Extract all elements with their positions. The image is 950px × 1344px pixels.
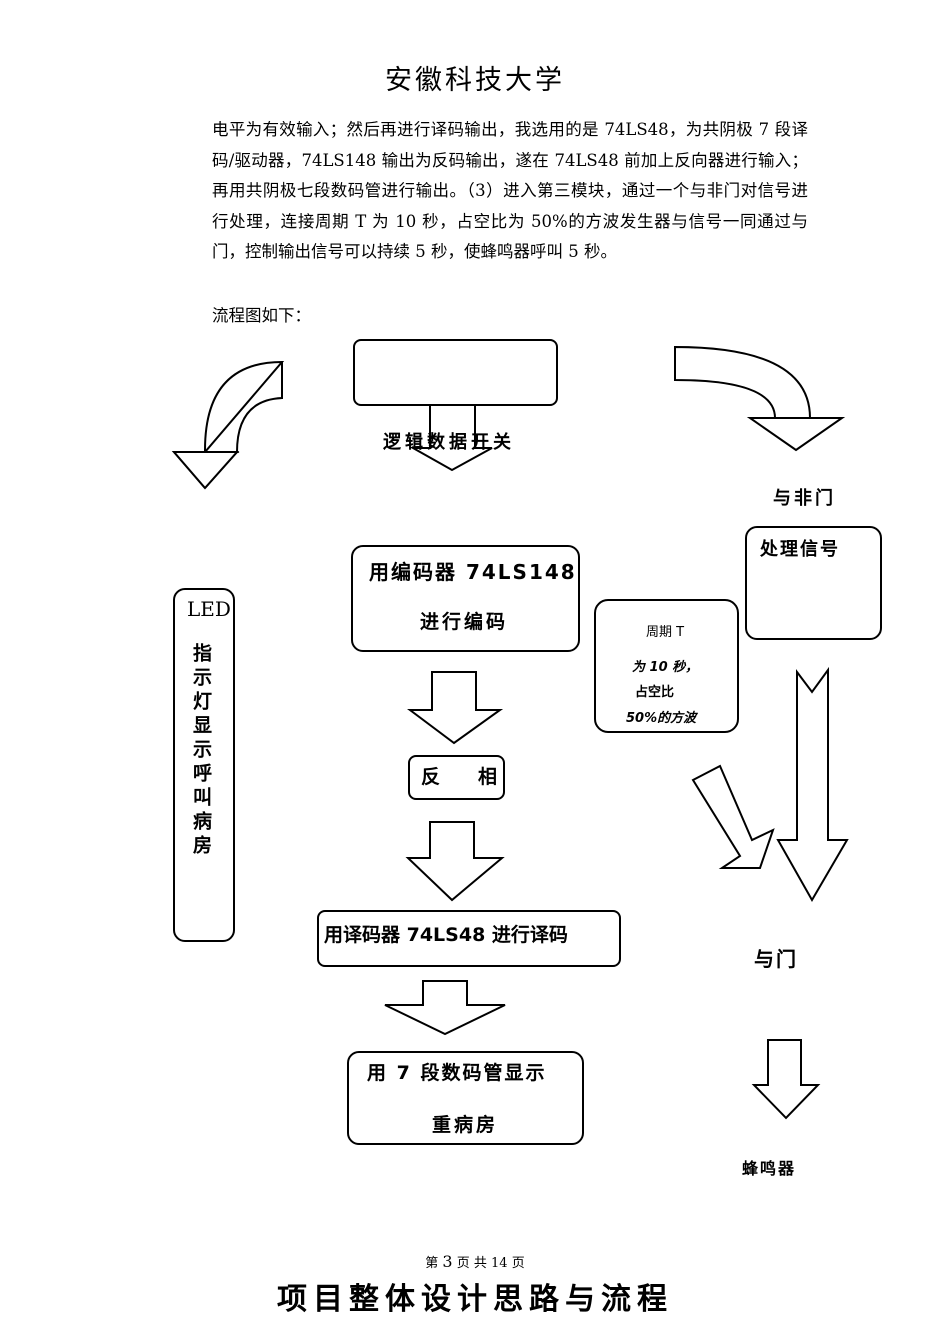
inverter-label: 反 相 <box>421 766 498 788</box>
led-box <box>173 588 235 942</box>
curved-arrow-left-head <box>171 451 240 490</box>
curved-arrow-right-body <box>674 345 812 419</box>
encoder-label-line1: 用编码器 74LS148 <box>369 560 577 584</box>
document-header: 安徽科技大学 <box>385 65 565 96</box>
led-text: 指示灯显示呼叫病房 <box>190 643 212 859</box>
paragraph-text: 电平为有效输入；然后再进行译码输出，我选用的是 74LS48，为共阴极 7 段译… <box>212 120 808 261</box>
buzzer-label: 蜂鸣器 <box>742 1159 797 1178</box>
encoder-box <box>351 545 580 652</box>
display-label-line1: 用 7 段数码管显示 <box>367 1062 547 1084</box>
down-arrow-encoder <box>407 671 504 745</box>
logic-switch-label: 逻辑数据开关 <box>383 432 515 453</box>
page-prefix: 第 <box>425 1256 439 1271</box>
page-mid: 页 共 <box>456 1256 487 1271</box>
process-signal-label: 处理信号 <box>760 539 840 560</box>
page-suffix: 页 <box>511 1256 525 1271</box>
page-number: 第 3 页 共 14 页 <box>0 1252 950 1271</box>
logic-switch-box <box>353 339 558 406</box>
down-arrow-and <box>751 1039 821 1120</box>
curved-arrow-right-head <box>746 417 846 452</box>
curved-arrow-left-body <box>204 360 285 455</box>
page-current: 3 <box>442 1252 453 1271</box>
display-box <box>347 1051 584 1145</box>
led-title: LED <box>187 597 231 621</box>
nand-gate-label: 与非门 <box>773 488 836 509</box>
diagonal-arrow-square <box>691 764 775 869</box>
square-wave-line3: 占空比 <box>635 685 675 700</box>
figure-caption: 项目整体设计思路与流程 <box>277 1282 673 1317</box>
and-gate-label: 与门 <box>754 947 798 971</box>
body-paragraph: 电平为有效输入；然后再进行译码输出，我选用的是 74LS48，为共阴极 7 段译… <box>212 115 808 268</box>
flow-intro: 流程图如下： <box>212 306 311 325</box>
inverter-box <box>408 755 505 800</box>
page-total: 14 <box>491 1256 508 1271</box>
encoder-label-line2: 进行编码 <box>420 611 509 633</box>
decoder-label: 用译码器 74LS48 进行译码 <box>324 924 568 946</box>
process-signal-box <box>745 526 882 640</box>
decoder-box <box>317 910 621 967</box>
down-arrow-logic <box>409 404 493 472</box>
down-arrow-process <box>776 666 849 903</box>
square-wave-box <box>594 599 739 733</box>
display-label-line2: 重病房 <box>432 1114 499 1136</box>
down-arrow-decoder <box>384 980 506 1036</box>
square-wave-line4: 50%的方波 <box>626 711 697 726</box>
square-wave-line2: 为 10 秒， <box>632 660 699 675</box>
down-arrow-inverter <box>405 821 505 902</box>
square-wave-line1: 周期 T <box>646 625 685 640</box>
